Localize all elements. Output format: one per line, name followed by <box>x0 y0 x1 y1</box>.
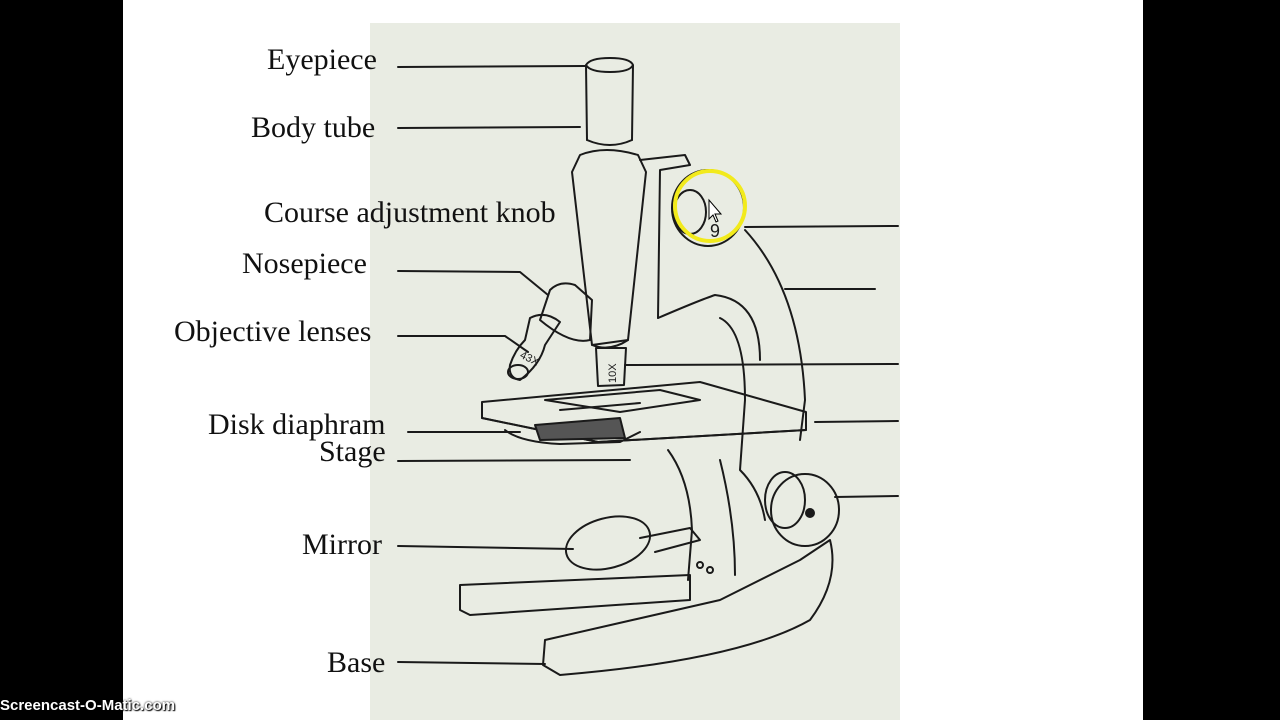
label-nosepiece: Nosepiece <box>242 247 367 280</box>
label-body-tube: Body tube <box>251 111 376 144</box>
cursor-highlight-ring <box>673 169 747 243</box>
pillar <box>667 449 736 581</box>
label-stage: Stage <box>319 435 386 468</box>
fine-knob <box>770 473 840 547</box>
label-eyepiece: Eyepiece <box>267 43 377 76</box>
blank-line-5 <box>834 495 899 498</box>
body-tube <box>571 149 647 346</box>
label-mirror: Mirror <box>302 528 382 561</box>
leader-line-mirror <box>397 545 574 550</box>
mirror <box>564 515 652 571</box>
nosepiece <box>539 282 593 342</box>
objective-lens-low <box>595 347 627 387</box>
eyepiece-tube <box>585 57 634 141</box>
blank-line-1 <box>744 225 899 228</box>
arm <box>639 154 691 319</box>
base <box>459 574 691 616</box>
lens-mark-low: 10X <box>607 363 619 383</box>
leader-line-stage <box>397 459 631 462</box>
watermark: Screencast-O-Matic.com <box>0 697 176 714</box>
mouse-pointer-icon <box>708 198 723 223</box>
blank-line-3 <box>624 363 899 366</box>
leader-line-objective-lenses <box>397 335 529 353</box>
disk-diaphram <box>504 429 641 445</box>
stage-clip <box>544 389 701 413</box>
blank-line-4 <box>814 420 899 423</box>
leader-line-base <box>397 661 546 665</box>
objective-lens-high <box>508 313 561 381</box>
label-course-adjustment-knob: Course adjustment knob <box>264 196 556 229</box>
knob-mark: 6 <box>710 220 720 240</box>
label-objective-lenses: Objective lenses <box>174 315 372 348</box>
label-disk-diaphram: Disk diaphram <box>208 408 386 441</box>
leader-line-eyepiece <box>397 65 586 68</box>
leader-line-nosepiece <box>397 270 549 296</box>
leader-line-body-tube <box>397 126 581 129</box>
label-base: Base <box>327 646 386 679</box>
